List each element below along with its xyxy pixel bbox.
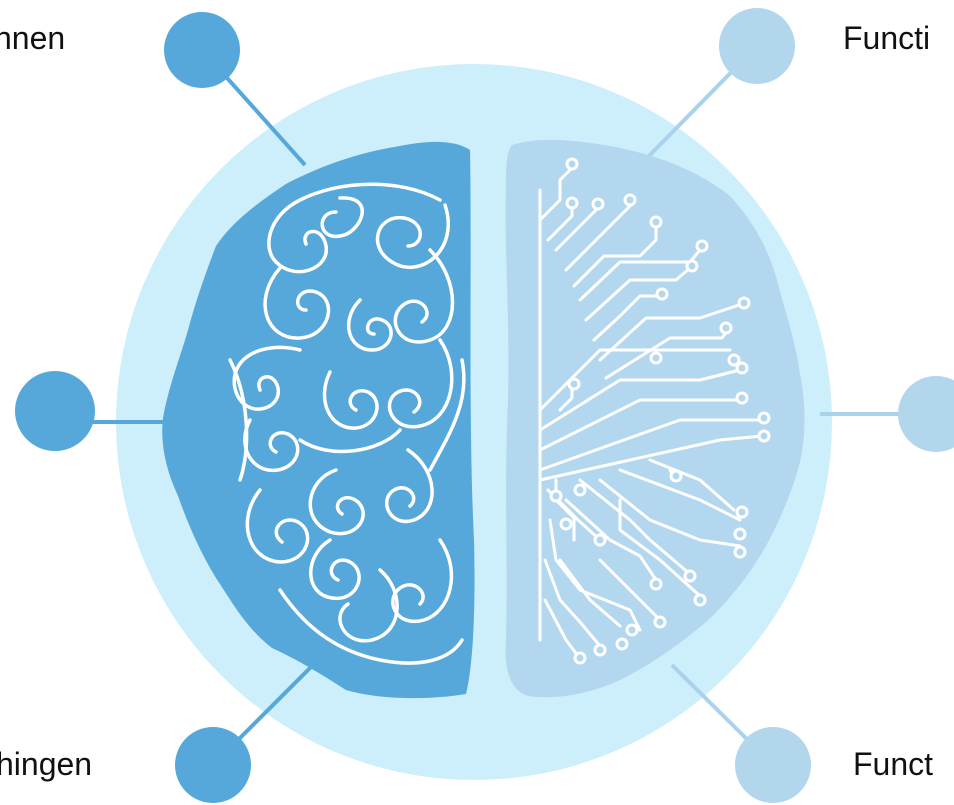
label-top-left: nnen [0,20,66,56]
label-bottom-right: Funct [853,746,934,782]
left-hemisphere [162,141,475,699]
node-mid-right [898,376,954,452]
label-top-right: Functi [843,20,931,56]
label-bottom-left: hingen [0,746,93,782]
node-bottom-right [735,727,811,803]
left-hemisphere-swirls [228,182,466,665]
node-bottom-left [175,727,251,803]
circuit-nodes [549,157,771,665]
outer-nodes [15,8,954,803]
node-top-left [164,12,240,88]
right-hemisphere-circuit [538,166,764,658]
node-mid-left [15,371,95,451]
node-top-right [719,8,795,84]
